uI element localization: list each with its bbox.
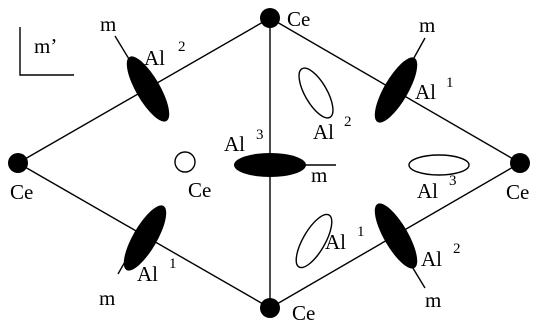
svg-text:1: 1	[446, 75, 454, 91]
al-label-center: Al 3	[224, 127, 264, 156]
ce-atom-left	[8, 153, 28, 173]
al-filled-ellipsoids	[123, 56, 418, 271]
svg-text:1: 1	[357, 224, 365, 240]
svg-text:Al: Al	[325, 230, 346, 254]
al-ellipsoid-upper-left	[126, 56, 170, 122]
al-label-open-upper: Al 2	[313, 114, 352, 144]
ce-atom-bottom	[260, 298, 280, 318]
mirror-label-upper-left: m	[100, 12, 116, 36]
al-ellipsoid-lower-right	[374, 203, 418, 269]
svg-text:Al: Al	[144, 46, 165, 70]
al-label-lower-right: Al 2	[421, 241, 461, 271]
al-ellipsoid-upper-right	[374, 57, 418, 123]
svg-text:Al: Al	[417, 179, 438, 203]
al-open-ellipsoid-lower	[295, 213, 333, 269]
ce-atom-right	[510, 153, 530, 173]
mirror-label-lower-right: m	[425, 288, 441, 312]
svg-text:2: 2	[178, 39, 186, 55]
ce-label-bottom: Ce	[292, 301, 315, 325]
al-label-open-right: Al 3	[417, 173, 457, 203]
ce-label-top: Ce	[287, 7, 310, 31]
ce-label-center: Ce	[188, 178, 211, 202]
al-open-ellipsoids	[295, 67, 470, 269]
al-label-lower-left: Al 1	[137, 256, 177, 286]
al-open-ellipsoid-right	[408, 154, 470, 176]
al-label-upper-left: Al 2	[144, 39, 186, 70]
symmetry-corner-mark: m’	[19, 27, 74, 76]
svg-text:3: 3	[449, 173, 457, 189]
mirror-label-upper-right: m	[419, 13, 435, 37]
al-open-ellipsoid-upper	[298, 67, 334, 119]
svg-text:2: 2	[453, 241, 461, 257]
al-ellipsoid-lower-left	[123, 205, 167, 271]
al-label-upper-right: Al 1	[415, 75, 454, 104]
svg-text:Al: Al	[415, 80, 436, 104]
svg-text:Al: Al	[421, 247, 442, 271]
svg-text:Al: Al	[313, 120, 334, 144]
svg-text:Al: Al	[224, 132, 245, 156]
symmetry-label: m’	[34, 34, 57, 58]
svg-text:Al: Al	[137, 262, 158, 286]
al-ellipsoid-center	[234, 153, 306, 177]
svg-text:3: 3	[256, 127, 264, 143]
ce-atoms	[8, 8, 530, 318]
ce-label-right: Ce	[506, 180, 529, 204]
mirror-label-lower-left: m	[99, 286, 115, 310]
ce-atom-top	[260, 8, 280, 28]
al-label-open-lower: Al 1	[325, 224, 365, 254]
ce-atom-center-open	[174, 151, 196, 173]
svg-text:2: 2	[344, 114, 352, 130]
ce-label-left: Ce	[10, 180, 33, 204]
svg-text:1: 1	[169, 256, 177, 272]
mirror-label-center: m	[311, 163, 327, 187]
